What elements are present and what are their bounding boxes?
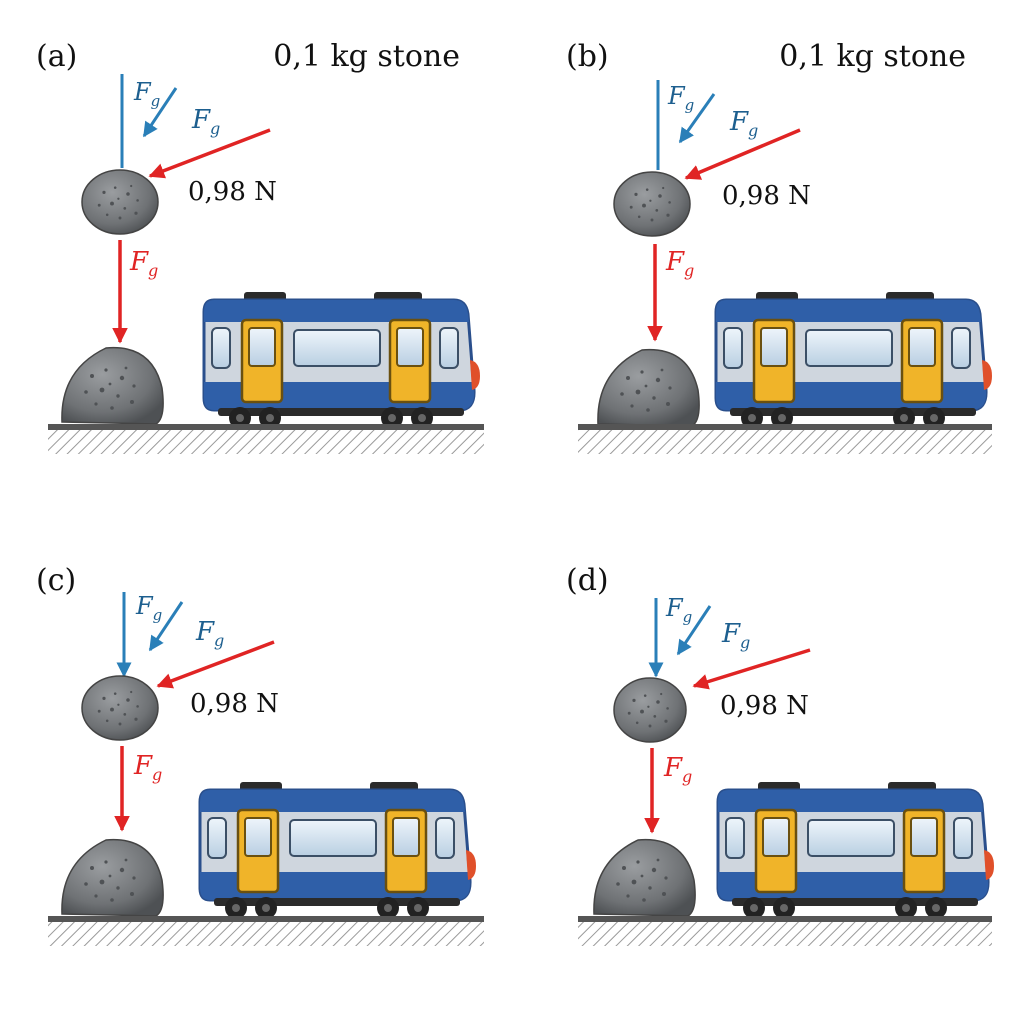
fg-label-red: Fg [665,247,694,280]
rail-track [48,424,484,454]
fg-label-blue-2: Fg [191,105,220,138]
blue-diagonal-arrow [148,601,184,652]
panel-a: (a) 0,1 kg stone Fg Fg 0,98 N Fg [36,39,484,454]
stone-icon [613,171,691,237]
fg-label-red: Fg [129,247,158,280]
force-value: 0,98 N [190,689,279,719]
fg-label-blue-2: Fg [195,617,224,650]
rail-track [578,424,992,454]
train-icon [714,290,994,431]
fg-label-red: Fg [663,753,692,786]
force-value: 0,98 N [722,181,811,211]
red-applied-force-arrow [692,648,811,690]
red-applied-force-arrow [156,640,275,689]
panel-label: (a) [36,39,77,74]
blue-diagonal-arrow [678,93,716,144]
stone-icon [597,348,700,427]
panel-label: (b) [566,39,609,74]
red-applied-force-arrow [148,128,271,179]
fg-label-blue-1: Fg [665,594,692,626]
panel-b: (b) 0,1 kg stone Fg Fg 0,98 N Fg [566,39,994,454]
stone-icon [593,838,696,917]
force-value: 0,98 N [188,177,277,207]
panel-label: (c) [36,563,76,598]
stone-icon [81,675,159,741]
stone-icon [61,346,164,425]
stone-icon [81,169,159,235]
blue-diagonal-arrow [142,87,178,138]
panel-c: (c) Fg Fg 0,98 N Fg [36,563,484,946]
rail-track [48,916,484,946]
blue-diagonal-arrow [676,605,712,656]
train-icon [198,780,478,921]
train-icon [716,780,996,921]
panel-title: 0,1 kg stone [273,39,460,74]
fg-label-blue-2: Fg [729,107,758,140]
fg-label-blue-1: Fg [667,82,694,114]
train-icon [202,290,482,431]
panel-label: (d) [566,563,609,598]
rail-track [578,916,992,946]
stone-icon [613,677,687,743]
panel-d: (d) Fg Fg 0,98 N Fg [566,563,996,946]
force-value: 0,98 N [720,691,809,721]
red-applied-force-arrow [684,128,801,180]
stone-icon [61,838,164,917]
fg-label-blue-2: Fg [721,619,750,652]
fg-label-red: Fg [133,751,162,784]
panel-title: 0,1 kg stone [779,39,966,74]
fg-label-blue-1: Fg [135,592,162,624]
fg-label-blue-1: Fg [133,78,160,110]
